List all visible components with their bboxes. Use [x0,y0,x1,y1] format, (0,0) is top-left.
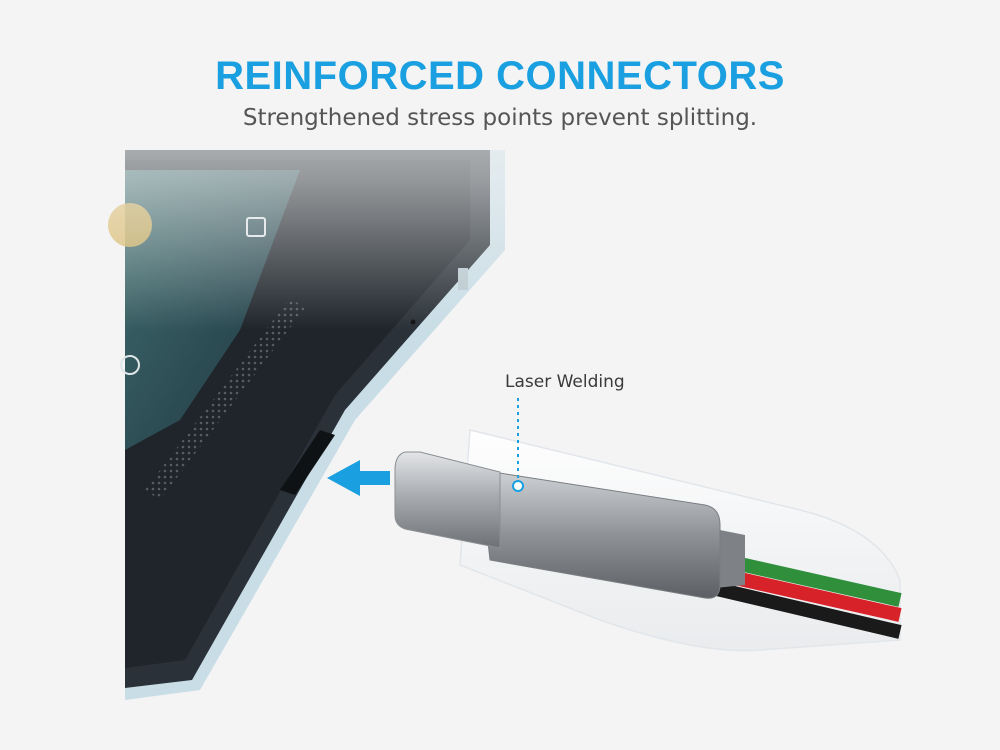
circle-nav-icon [120,355,140,375]
usb-c-cable [394,429,902,652]
subheadline: Strengthened stress points prevent split… [242,105,758,131]
arrow-right-icon [327,460,390,496]
usb-c-port [280,430,335,495]
speaker-grill [145,298,305,500]
laser-weld-marker [512,480,524,492]
callout-label: Laser Welding [505,372,625,392]
headline: REINFORCED CONNECTORS [215,54,785,98]
